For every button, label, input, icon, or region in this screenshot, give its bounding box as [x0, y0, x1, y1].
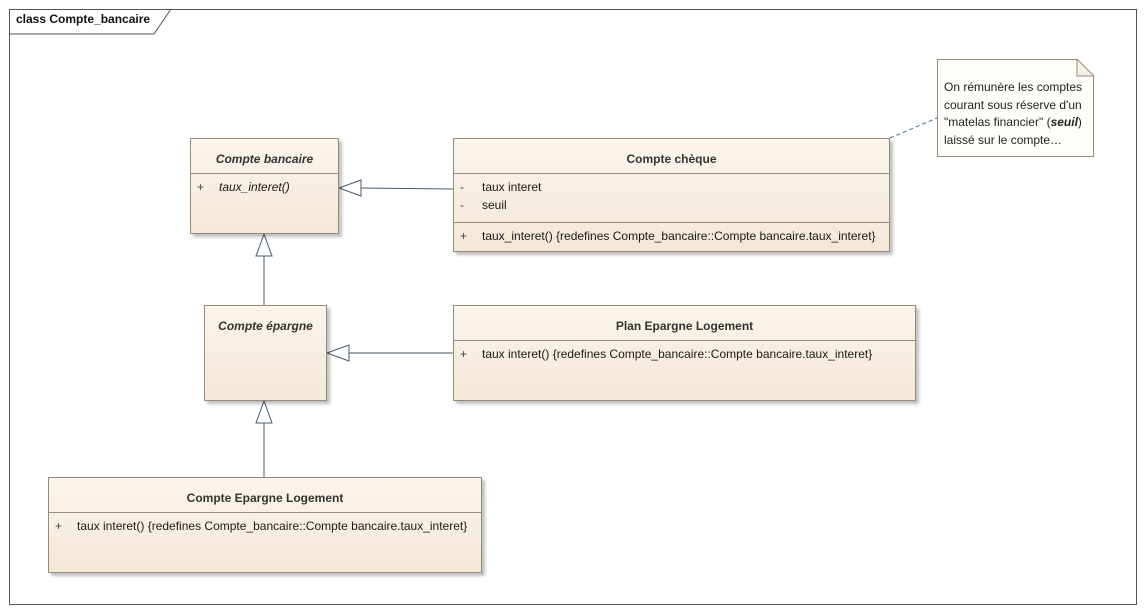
operation-row: + taux interet() {redefines Compte_banca… [49, 517, 481, 535]
visibility-public: + [460, 229, 468, 243]
attribute-row: - taux interet [454, 178, 889, 196]
operations-compartment: + taux_interet() [191, 173, 338, 234]
operation-taux-interet: taux_interet() [219, 180, 290, 194]
operation-taux-interet: taux_interet() {redefines Compte_bancair… [482, 229, 876, 243]
visibility-public: + [55, 519, 63, 533]
note[interactable] [937, 59, 1094, 157]
generalization-cheque-line [360, 187, 454, 190]
note-text-fragment: ) [1077, 115, 1082, 129]
attribute-seuil: seuil [482, 198, 507, 212]
visibility-public: + [197, 180, 205, 194]
operations-compartment: + taux_interet() {redefines Compte_banca… [454, 222, 889, 251]
visibility-public: + [460, 347, 468, 361]
diagram-frame [9, 9, 1137, 605]
operation-row: + taux_interet() [191, 178, 338, 196]
attribute-row: - seuil [454, 196, 889, 214]
class-compte-cheque[interactable]: Compte chèque - taux interet - seuil + t… [453, 138, 890, 252]
note-keyword-seuil: seuil [1050, 115, 1078, 129]
note-line: laissé sur le compte… [944, 132, 1063, 147]
operation-row: + taux interet() {redefines Compte_banca… [454, 345, 915, 363]
generalization-epargne-arrowhead [255, 232, 273, 257]
note-anchor-line [889, 117, 938, 139]
class-name: Compte bancaire [215, 152, 314, 166]
note-line: courant sous réserve d'un [944, 97, 1082, 112]
class-name: Plan Epargne Logement [615, 319, 754, 333]
note-text-fragment: "matelas financier" ( [944, 115, 1051, 129]
frame-label: class Compte_bancaire [16, 12, 151, 26]
operation-row: + taux_interet() {redefines Compte_banca… [454, 227, 889, 245]
operations-compartment: + taux interet() {redefines Compte_banca… [454, 340, 915, 401]
class-name: Compte Epargne Logement [186, 491, 344, 505]
class-name: Compte épargne [218, 319, 313, 333]
operations-compartment: + taux interet() {redefines Compte_banca… [49, 512, 481, 573]
generalization-cheque-arrowhead [337, 179, 362, 197]
class-compte-epargne[interactable]: Compte épargne [204, 305, 327, 401]
class-compte-epargne-logement[interactable]: Compte Epargne Logement + taux interet()… [48, 477, 482, 573]
note-line: "matelas financier" (seuil) [944, 114, 1090, 132]
class-plan-epargne-logement[interactable]: Plan Epargne Logement + taux interet() {… [453, 305, 916, 401]
operation-taux-interet: taux interet() {redefines Compte_bancair… [482, 347, 873, 361]
generalization-cel-arrowhead [255, 399, 273, 424]
visibility-private: - [460, 180, 464, 194]
note-line: On rémunère les comptes [944, 80, 1083, 94]
attributes-compartment: - taux interet - seuil [454, 173, 889, 222]
operation-taux-interet: taux interet() {redefines Compte_bancair… [77, 519, 468, 533]
class-name: Compte chèque [626, 152, 717, 166]
visibility-private: - [460, 198, 464, 212]
attribute-taux-interet: taux interet [482, 180, 542, 194]
note-text: On rémunère les comptes courant sous rés… [944, 79, 1090, 149]
class-compte-bancaire[interactable]: Compte bancaire + taux_interet() [190, 138, 339, 234]
generalization-pel-arrowhead [325, 344, 350, 362]
frame-tab [9, 9, 172, 35]
